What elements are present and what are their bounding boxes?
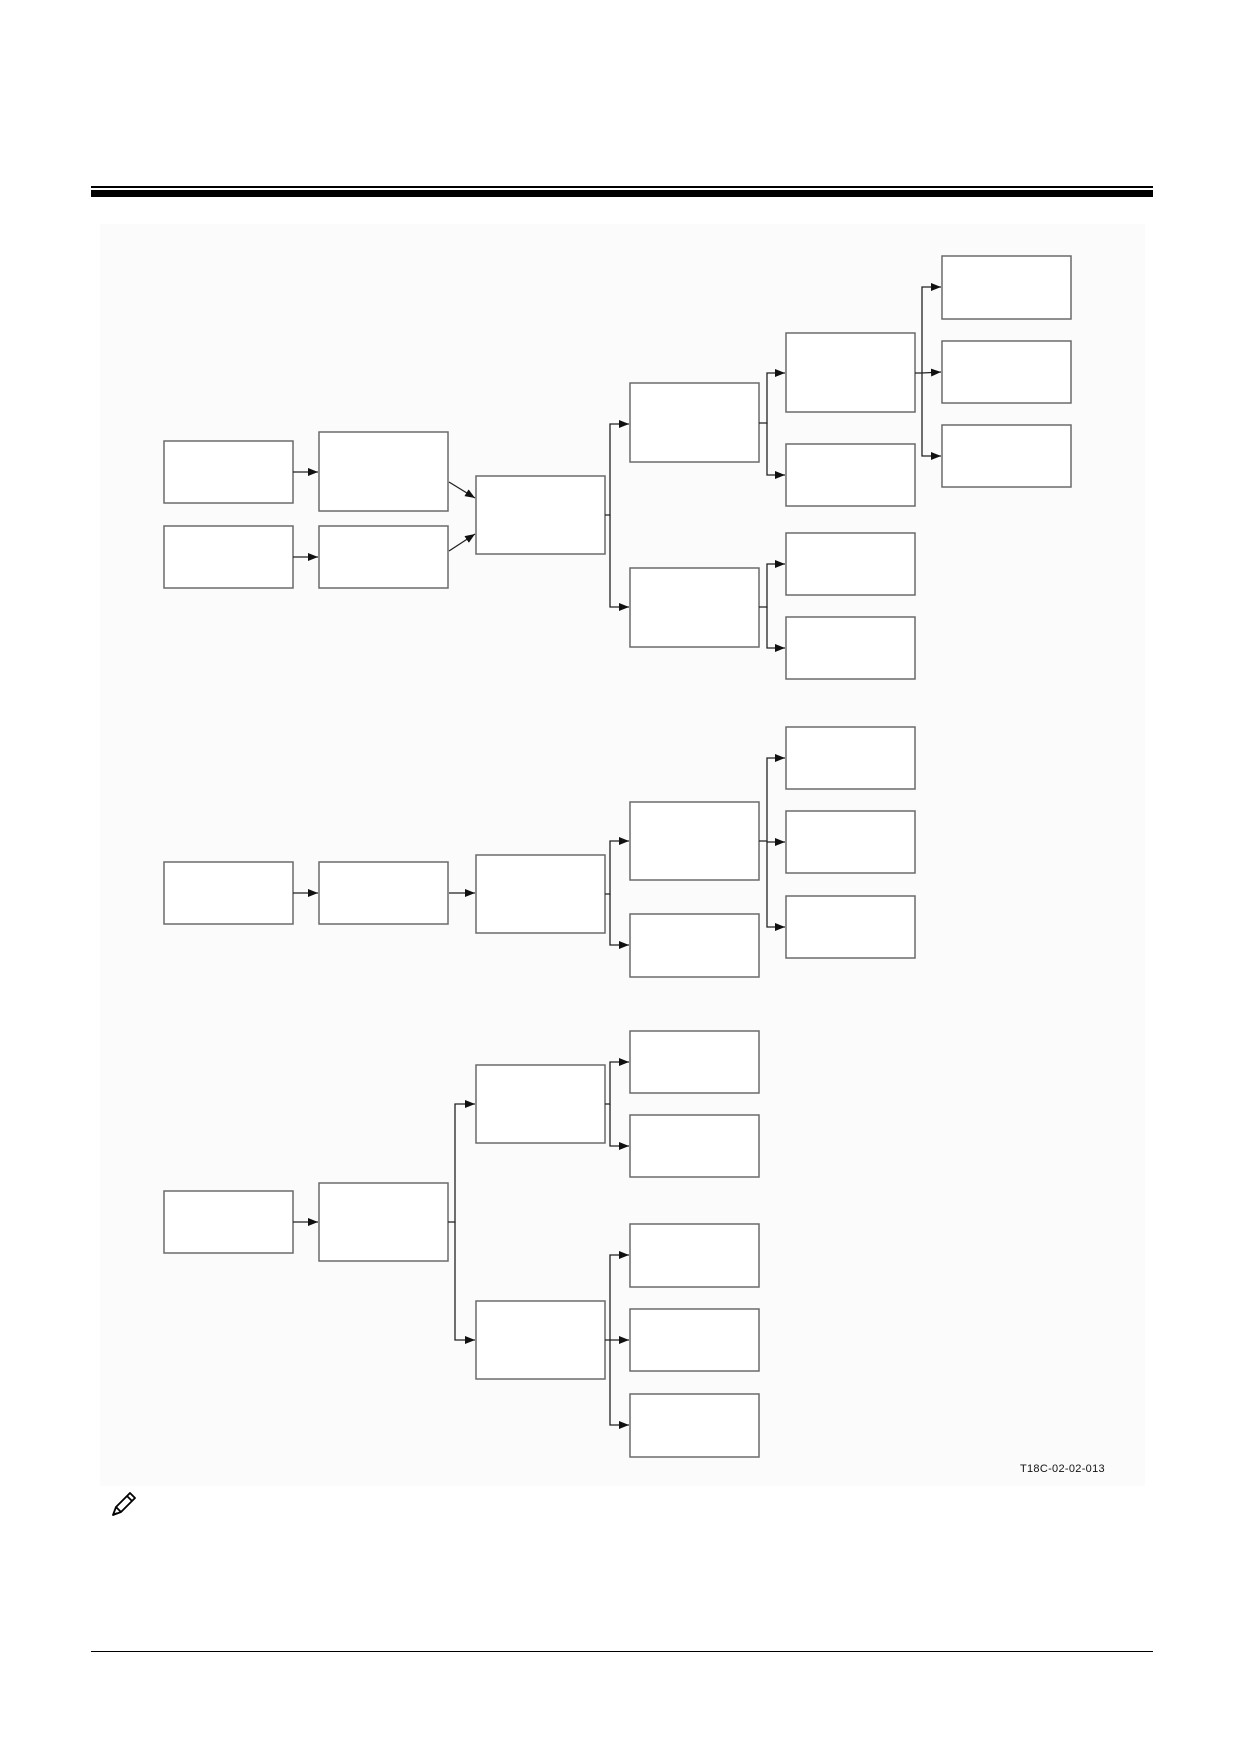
node-d1-a2 (163, 525, 294, 589)
diagram-2-connectors (293, 754, 785, 949)
node-d1-d1 (629, 382, 760, 463)
node-d1-a1 (163, 440, 294, 504)
node-d3-d4 (629, 1308, 760, 1372)
node-d2-e1 (785, 726, 916, 790)
node-d2-a (163, 861, 294, 925)
header-rule-thick (91, 190, 1153, 197)
diagram-3 (163, 1030, 760, 1458)
node-d1-f2 (941, 340, 1072, 404)
node-d1-f3 (941, 424, 1072, 488)
node-d1-e4 (785, 616, 916, 680)
header-rule-thin (91, 186, 1153, 188)
node-d2-e2 (785, 810, 916, 874)
node-d2-d2 (629, 913, 760, 978)
node-d3-d2 (629, 1114, 760, 1178)
node-d3-d1 (629, 1030, 760, 1094)
footer-rule (91, 1651, 1153, 1652)
node-d1-f1 (941, 255, 1072, 320)
node-d3-d5 (629, 1393, 760, 1458)
diagram-2 (163, 726, 916, 978)
node-d1-e2 (785, 443, 916, 507)
node-d3-d3 (629, 1223, 760, 1288)
node-d2-e3 (785, 895, 916, 959)
node-d2-c (475, 854, 606, 934)
figure-code-label: T18C-02-02-013 (1020, 1463, 1105, 1475)
node-d1-b2 (318, 525, 449, 589)
node-d3-a (163, 1190, 294, 1254)
diagram-1-connectors (293, 283, 942, 652)
node-d3-c2 (475, 1300, 606, 1380)
node-d1-c (475, 475, 606, 555)
pencil-note-icon (112, 1492, 136, 1516)
node-d2-b (318, 861, 449, 925)
node-d3-c1 (475, 1064, 606, 1144)
node-d2-d1 (629, 801, 760, 881)
node-d1-e1 (785, 332, 916, 413)
diagram-3-connectors (293, 1058, 629, 1429)
diagram-1 (163, 255, 1072, 680)
node-d1-b1 (318, 431, 449, 512)
node-d3-b (318, 1182, 449, 1262)
node-d1-d2 (629, 567, 760, 648)
node-d1-e3 (785, 532, 916, 596)
